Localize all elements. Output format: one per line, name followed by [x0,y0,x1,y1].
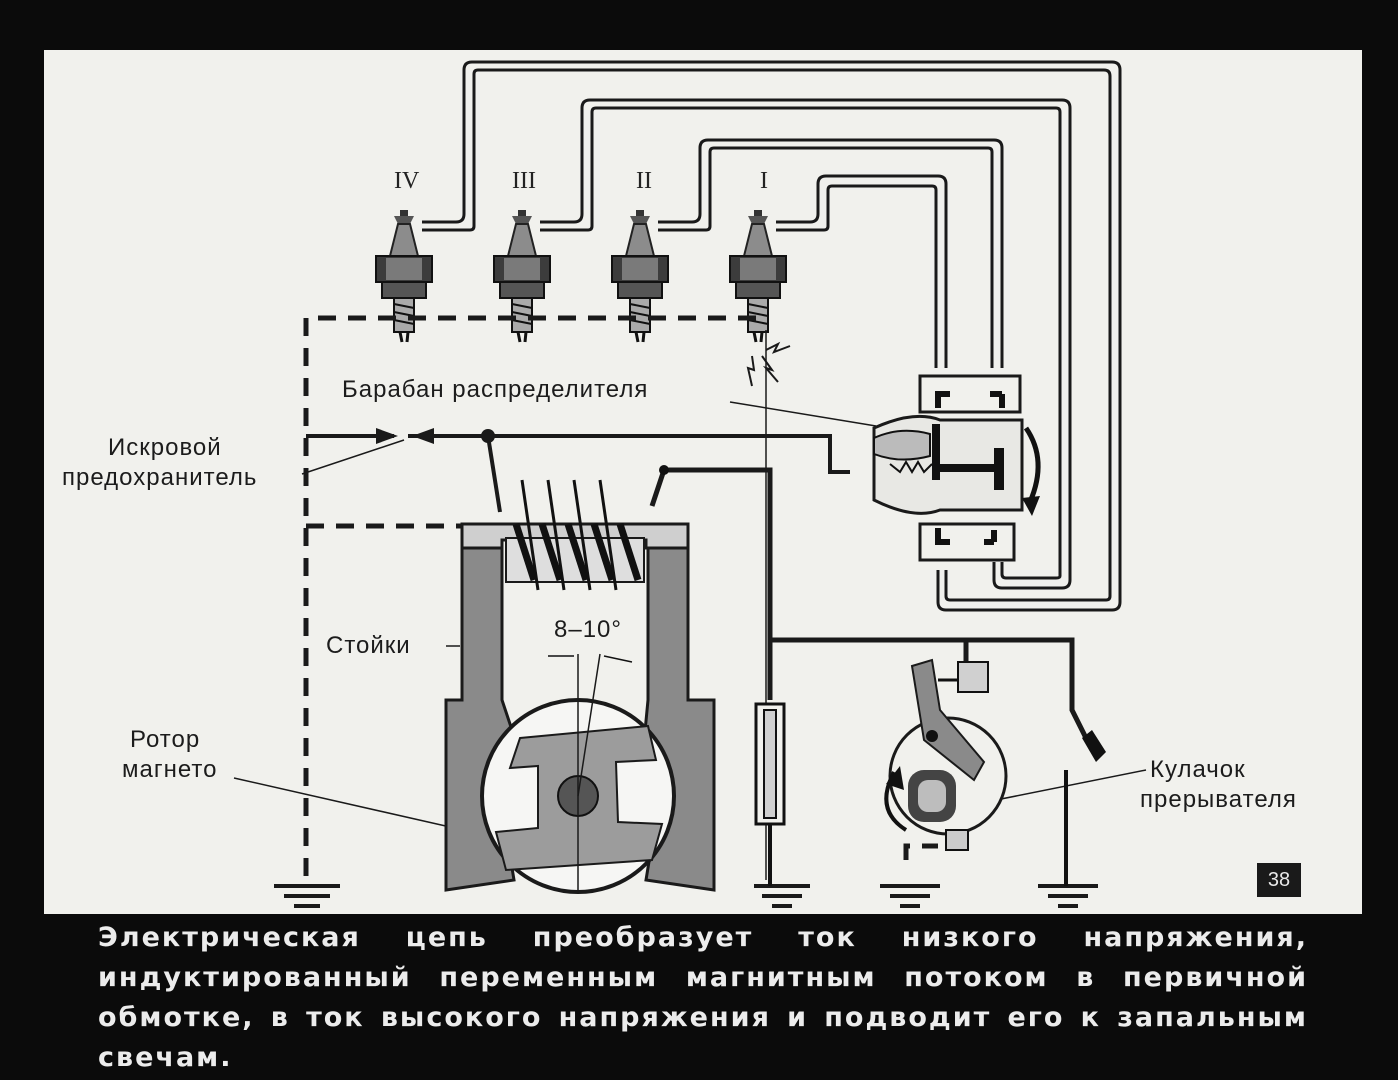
distributor-label: Барабан распределителя [342,376,649,403]
distributor-drum [872,374,1041,562]
breaker-cam [884,658,1008,851]
page-number: 38 [1257,863,1301,897]
ground-symbols [274,884,1098,908]
posts-label: Стойки [326,632,411,659]
spark-fuse-label-2: предохранитель [62,464,258,491]
magneto-circuit-diagram [233,60,1147,908]
caption-text: Электрическая цепь преобразует ток низко… [98,922,1308,1073]
plug-label-3: III [512,168,536,194]
capacitor [754,702,786,886]
slide-panel: IV III II I Барабан распределителя Искро… [44,50,1362,914]
rotor-label-1: Ротор [130,726,201,753]
cam-label-2: прерывателя [1140,786,1297,813]
angle-label: 8–10° [554,616,622,643]
spark-icon [746,341,791,387]
spark-fuse-label-1: Искровой [108,434,222,461]
magneto-rotor [480,653,676,894]
plug-label-1: I [760,168,768,194]
plug-label-2: II [636,168,652,194]
cam-label-1: Кулачок [1150,756,1246,783]
rotor-label-2: магнето [122,756,218,783]
plug-label-4: IV [394,168,420,194]
